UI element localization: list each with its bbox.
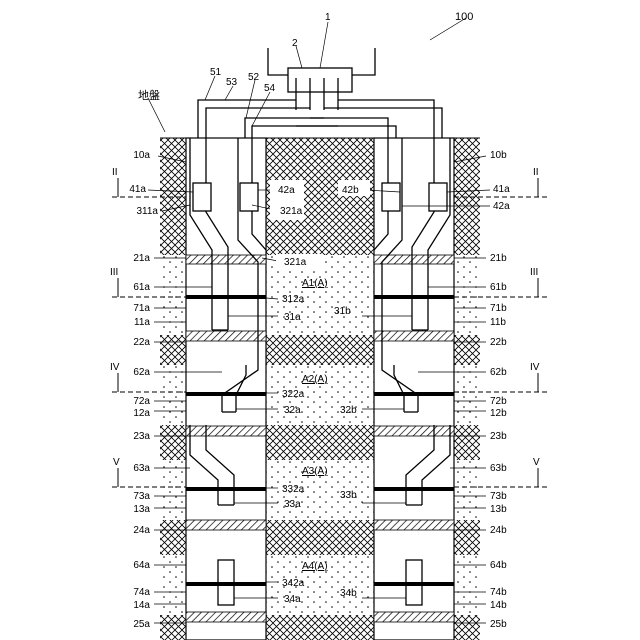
section-IV-right: IV	[530, 362, 540, 373]
label-41a: 41a	[129, 184, 146, 195]
surface-piping	[198, 48, 442, 138]
label-74b: 74b	[490, 587, 507, 598]
label-31b: 31b	[334, 306, 351, 317]
section-V-right: V	[533, 457, 540, 468]
label-71b: 71b	[490, 303, 507, 314]
label-71a: 71a	[133, 303, 150, 314]
label-32b: 32b	[340, 405, 357, 416]
label-34a: 34a	[284, 594, 301, 605]
section-II-right: II	[533, 167, 539, 178]
label-62a: 62a	[133, 367, 150, 378]
label-24b: 24b	[490, 525, 507, 536]
label-25a: 25a	[133, 619, 150, 630]
label-21b: 21b	[490, 253, 507, 264]
label-53: 53	[226, 77, 238, 88]
label-22a: 22a	[133, 337, 150, 348]
label-51: 51	[210, 67, 222, 78]
label-12a: 12a	[133, 408, 150, 419]
label-10b: 10b	[490, 150, 507, 161]
label-42b: 42b	[342, 185, 359, 196]
label-312a: 312a	[282, 294, 305, 305]
label-72a: 72a	[133, 396, 150, 407]
label-22b: 22b	[490, 337, 507, 348]
label-332a: 332a	[282, 484, 305, 495]
label-64b: 64b	[490, 560, 507, 571]
label-33a: 33a	[284, 499, 301, 510]
label-23b: 23b	[490, 431, 507, 442]
label-31a: 31a	[284, 312, 301, 323]
label-23a: 23a	[133, 431, 150, 442]
label-2: 2	[292, 38, 298, 49]
label-1: 1	[325, 12, 331, 23]
label-61a: 61a	[133, 282, 150, 293]
label-73a: 73a	[133, 491, 150, 502]
label-12b: 12b	[490, 408, 507, 419]
section-III-left: III	[110, 267, 118, 278]
label-A4: A4(A)	[302, 561, 328, 572]
label-61b: 61b	[490, 282, 507, 293]
label-13a: 13a	[133, 504, 150, 515]
section-III-right: III	[530, 267, 538, 278]
label-74a: 74a	[133, 587, 150, 598]
label-11a: 11a	[134, 317, 150, 328]
label-63b: 63b	[490, 463, 507, 474]
label-25b: 25b	[490, 619, 507, 630]
label-321a-lower: 321a	[284, 257, 307, 268]
label-321a: 321a	[280, 206, 303, 217]
label-42a: 42a	[278, 185, 295, 196]
label-33b: 33b	[340, 490, 357, 501]
label-A3: A3(A)	[302, 466, 328, 477]
section-II-left: II	[112, 167, 118, 178]
right-labels: 10b 41a 42a 21b 61b 71b 11b 22b 62b 72b …	[490, 150, 510, 630]
label-311a: 311a	[136, 206, 158, 217]
section-IV-left: IV	[110, 362, 120, 373]
ground-label: 地盤	[138, 89, 160, 102]
label-52: 52	[248, 72, 260, 83]
label-A1: A1(A)	[302, 278, 328, 289]
section-V-left: V	[113, 457, 120, 468]
label-14a: 14a	[133, 600, 150, 611]
label-10a: 10a	[133, 150, 150, 161]
left-labels: 10a 41a 311a 21a 61a 71a 11a 22a 62a 72a…	[129, 150, 158, 630]
label-A2: A2(A)	[302, 374, 328, 385]
label-73b: 73b	[490, 491, 507, 502]
label-21a: 21a	[133, 253, 150, 264]
label-54: 54	[264, 83, 276, 94]
label-72b: 72b	[490, 396, 507, 407]
label-14b: 14b	[490, 600, 507, 611]
label-62b: 62b	[490, 367, 507, 378]
label-34b: 34b	[340, 588, 357, 599]
label-64a: 64a	[133, 560, 150, 571]
label-24a: 24a	[133, 525, 150, 536]
label-63a: 63a	[133, 463, 150, 474]
label-32a: 32a	[284, 405, 301, 416]
label-11b: 11b	[490, 317, 506, 328]
label-13b: 13b	[490, 504, 507, 515]
figure-number: 100	[455, 11, 473, 23]
label-42a-right: 42a	[493, 201, 510, 212]
label-322a: 322a	[282, 389, 305, 400]
label-41a-right: 41a	[493, 184, 510, 195]
label-342a: 342a	[282, 578, 305, 589]
